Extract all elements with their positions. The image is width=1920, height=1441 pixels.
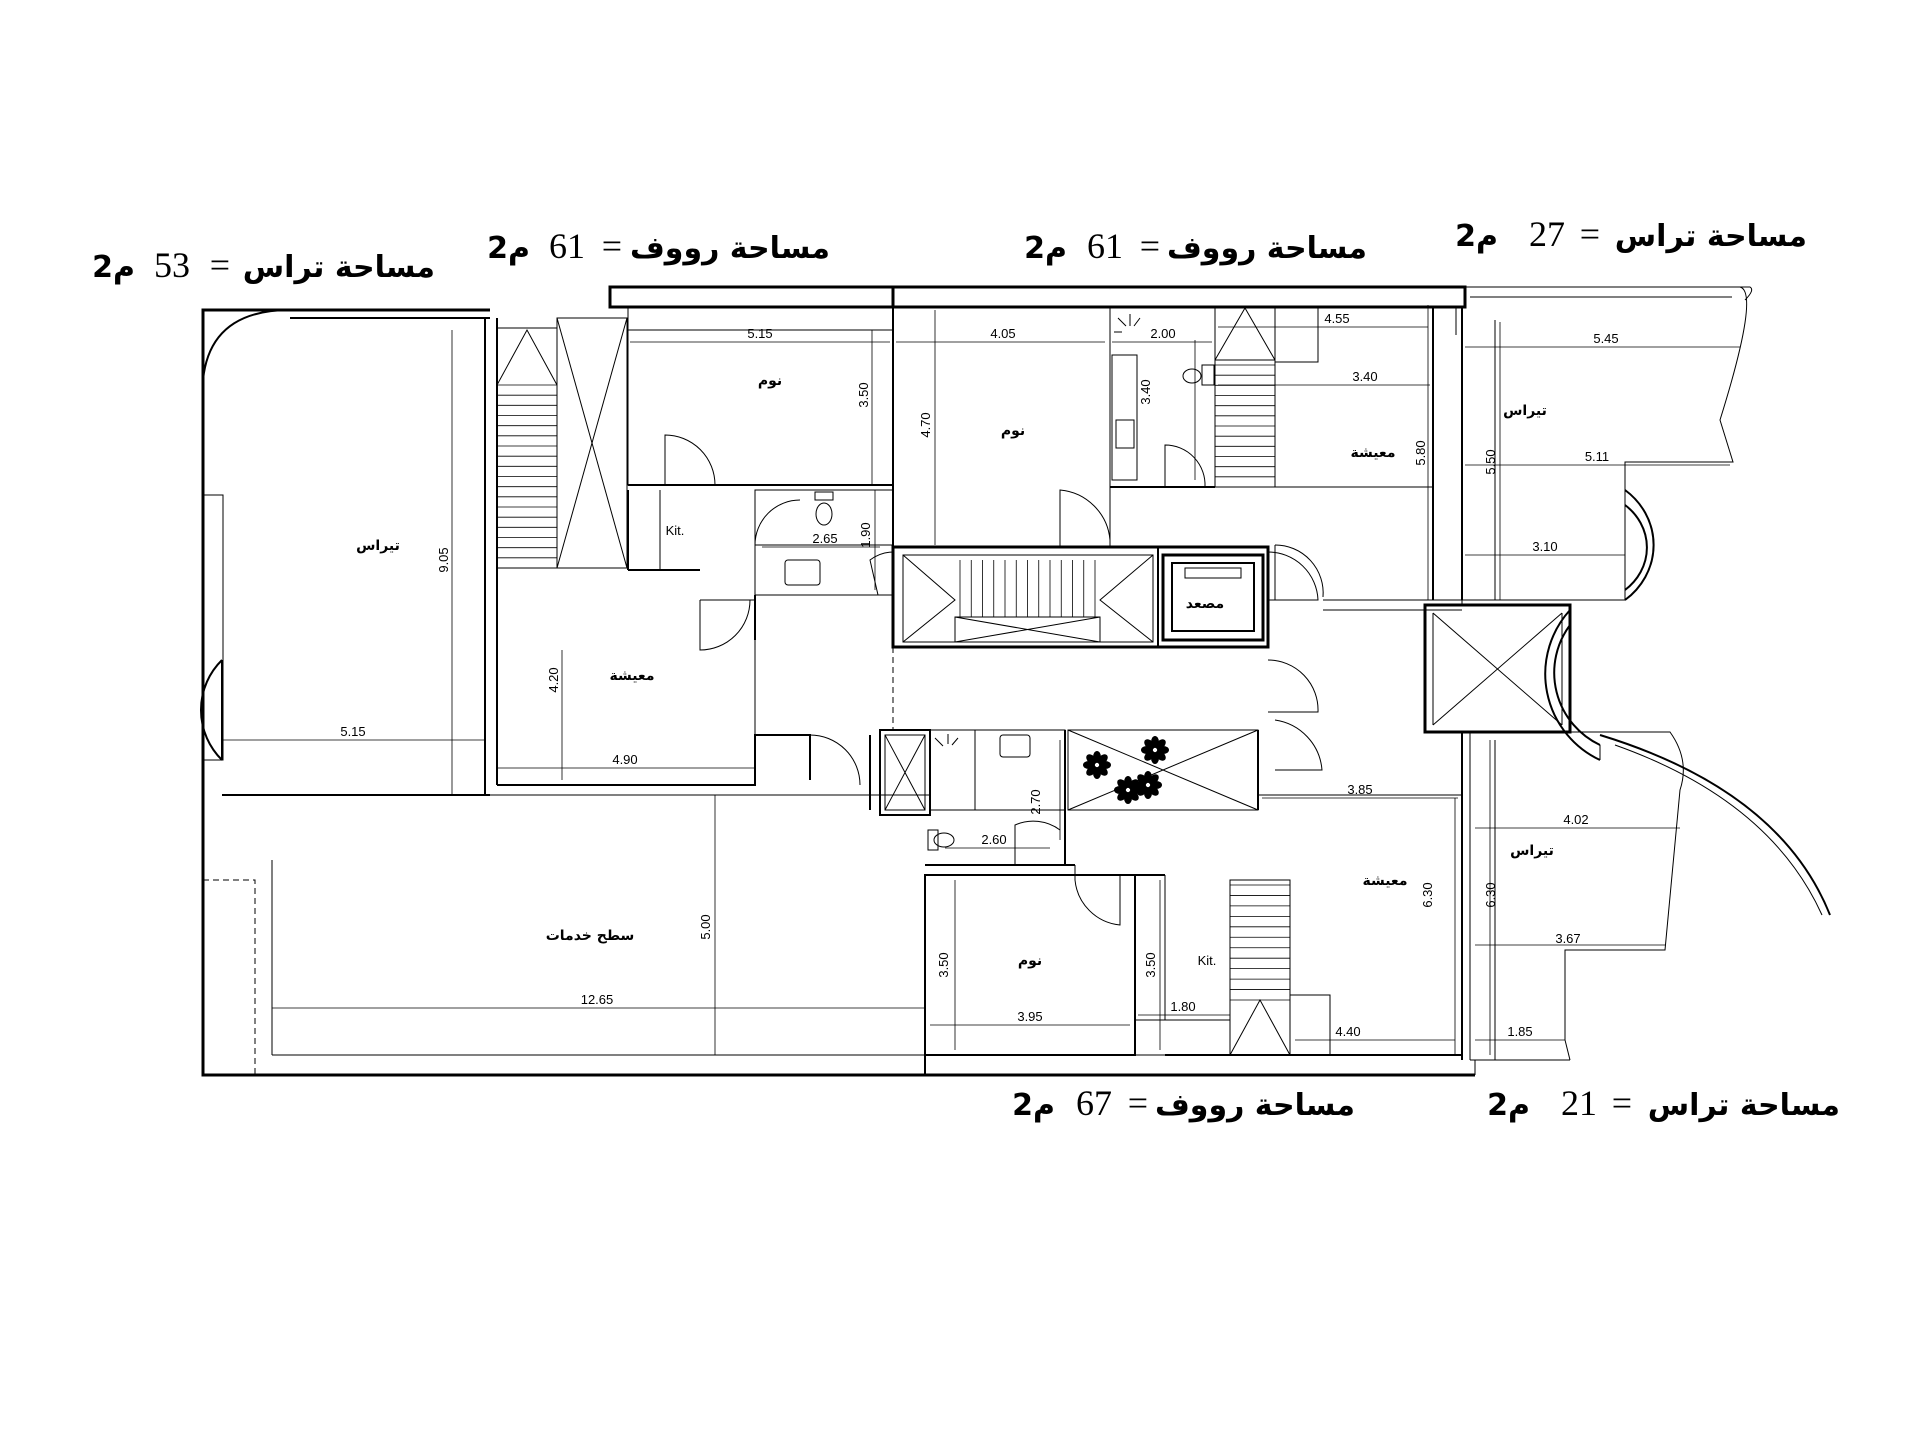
area-label-text: مساحة تراس [1615,219,1807,254]
dim-label: 9.05 [436,547,451,572]
svg-text:=: = [1140,226,1160,266]
middle-lower [879,719,1462,866]
area-unit: م2 [1024,231,1067,266]
dim-label: 1.85 [1507,1024,1532,1039]
area-label-roof-top-left: مساحة رووف = 61 م2 [487,226,830,266]
dimension-labels: 5.15 4.05 2.00 4.55 5.45 3.50 4.70 3.40 … [340,311,1618,1039]
room-label-living: معيشة [609,668,654,684]
dim-label: 2.65 [812,531,837,546]
room-labels: تيراس نوم Kit. معيشة نوم معيشة تيراس مصع… [356,373,1554,969]
dim-label: 5.15 [747,326,772,341]
room-label-terrace: تيراس [1503,403,1547,419]
plant-leaf [1097,754,1108,765]
dim-label: 3.50 [1143,952,1158,977]
area-value: 61 [549,226,585,266]
area-unit: م2 [1487,1088,1530,1123]
dim-label: 3.40 [1352,369,1377,384]
area-label-text: مساحة تراس [1648,1088,1840,1123]
area-label-roof-bottom: مساحة رووف = 67 م2 [1012,1083,1355,1123]
dim-label: 4.90 [612,752,637,767]
area-label-terrace-bottom-right: مساحة تراس = 21 م2 [1487,1083,1840,1123]
room-label-service-roof: سطح خدمات [546,928,635,944]
dim-label: 6.30 [1483,882,1498,907]
area-label-text: مساحة رووف [1155,1088,1355,1123]
dim-label: 4.70 [918,412,933,437]
dim-label: 3.50 [936,952,951,977]
core [891,545,1319,730]
svg-text:=: = [1128,1083,1148,1123]
dim-label: 2.60 [981,832,1006,847]
area-label-terrace-left: مساحة تراس = 53 م2 [92,245,435,285]
dim-label: 5.45 [1593,331,1618,346]
terrace-right-bottom [1461,731,1684,1075]
left-apartment [497,329,894,810]
room-label-bedroom: نوم [1018,953,1042,969]
area-label-terrace-top-right: مساحة تراس = 27 م2 [1455,214,1807,254]
area-unit: م2 [1455,219,1498,254]
area-label-text: مساحة رووف [1167,231,1367,266]
room-label-bedroom: نوم [1001,423,1025,439]
svg-text:=: = [210,245,230,285]
dim-label: 5.11 [1585,449,1609,464]
dim-label: 4.55 [1324,311,1349,326]
area-unit: م2 [92,250,135,285]
plant-leaf [1148,774,1159,785]
area-value: 21 [1561,1083,1597,1123]
svg-text:=: = [1612,1083,1632,1123]
area-label-text: مساحة تراس [243,250,435,285]
dim-label: 12.65 [581,992,614,1007]
terrace-right-top [1461,286,1831,916]
dim-label: 6.30 [1420,882,1435,907]
dim-label: 5.15 [340,724,365,739]
svg-text:=: = [602,226,622,266]
dim-label: 3.10 [1532,539,1557,554]
dim-label: 3.95 [1017,1009,1042,1024]
plant-icons [1083,736,1169,804]
right-upper [1214,306,1463,611]
dim-label: 4.20 [546,667,561,692]
dim-label: 2.70 [1028,789,1043,814]
lightwell [1423,603,1572,734]
room-label-elevator: مصعد [1186,596,1224,612]
room-label-terrace: تيراس [356,538,400,554]
dim-label: 4.02 [1563,812,1588,827]
left-stair [496,317,628,569]
area-value: 61 [1087,226,1123,266]
room-label-bedroom: نوم [758,373,782,389]
dim-label: 4.40 [1335,1024,1360,1039]
middle-upper [892,306,1216,548]
area-unit: م2 [1012,1088,1055,1123]
dim-label: 5.50 [1483,449,1498,474]
dim-label: 3.50 [856,382,871,407]
bottom-rooms [924,865,1462,1056]
dimension-lines [222,305,1740,1055]
dim-label: 5.80 [1413,440,1428,465]
area-value: 67 [1076,1083,1112,1123]
outer-walls [199,285,1475,1077]
area-label-text: مساحة رووف [630,231,830,266]
dim-label: 3.67 [1555,931,1580,946]
dim-label: 5.00 [698,914,713,939]
dim-label: 3.40 [1138,379,1153,404]
room-label-terrace: تيراس [1510,843,1554,859]
dim-label: 4.05 [990,326,1015,341]
area-value: 27 [1529,214,1565,254]
dim-label: 1.90 [858,522,873,547]
room-label-kitchen: Kit. [666,523,685,538]
plant-leaf [1155,739,1166,750]
dim-label: 1.80 [1170,999,1195,1014]
room-label-living: معيشة [1350,445,1395,461]
room-label-kitchen: Kit. [1198,953,1217,968]
area-value: 53 [154,245,190,285]
svg-text:=: = [1580,214,1600,254]
room-label-living: معيشة [1362,873,1407,889]
dim-label: 3.85 [1347,782,1372,797]
dim-label: 2.00 [1150,326,1175,341]
area-label-roof-top-right: مساحة رووف = 61 م2 [1024,226,1367,266]
area-unit: م2 [487,231,530,266]
